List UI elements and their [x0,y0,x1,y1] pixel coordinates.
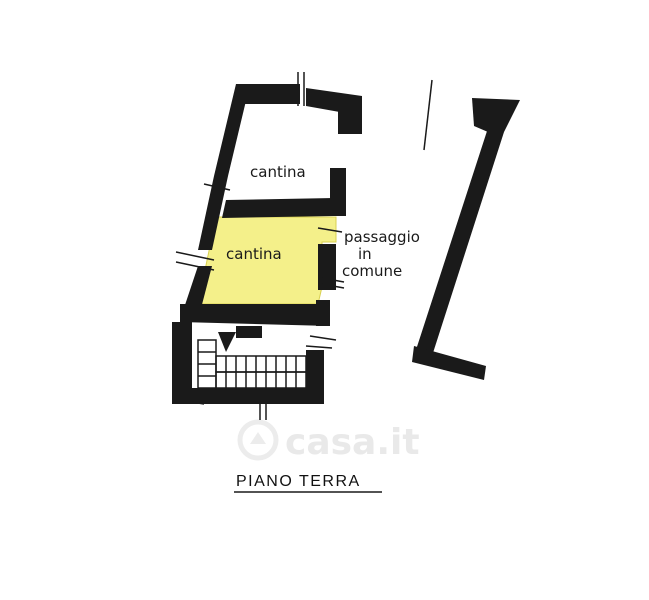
room-label-in: in [358,245,372,263]
adjacent-wall-long [414,128,504,356]
wall-room-bottom [180,304,330,326]
openings [175,72,433,420]
adjacent-wall-foot [412,346,486,380]
room-label-passaggio: passaggio [344,228,420,246]
wall-passage-inner [318,244,336,290]
room-label-cantina-upper: cantina [250,163,306,181]
wall-divider [222,198,334,218]
wall-cantina-right [330,168,346,216]
wall-stair-top [236,326,262,338]
stair-flight-bottom [215,371,307,389]
wall-stair-bottom [172,388,324,404]
staircase [197,339,307,389]
stair-flight-top [215,355,307,373]
room-label-cantina-highlight: cantina [226,245,282,263]
room-label-comune: comune [342,262,402,280]
adjacent-wall-top [472,98,520,132]
stair-arrow-icon [218,332,236,352]
wall-right-stub [338,100,362,134]
watermark-text: casa.it [285,422,420,463]
building-walls [172,84,362,404]
wall-left-mid [198,176,228,250]
watermark-logo-icon [237,419,279,461]
watermark: casa.it [237,419,420,463]
wall-stair-left [172,322,192,404]
wall-left-upper [214,84,250,176]
wall-stair-right [306,350,324,404]
wall-top [236,84,300,104]
watermark-house-icon [250,432,266,444]
adjacent-structure [412,98,520,380]
plan-title: PIANO TERRA [236,473,361,490]
